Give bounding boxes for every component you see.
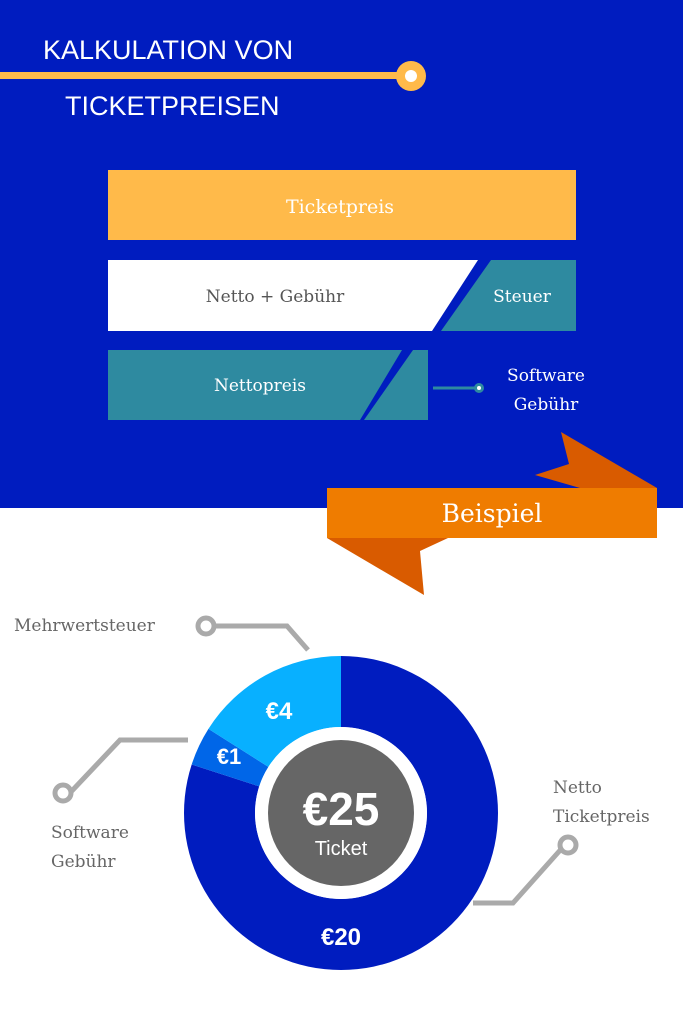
banner-label: Beispiel: [442, 499, 543, 528]
callout-netto-2: Ticketpreis: [553, 807, 650, 827]
callout-software-2: Gebühr: [51, 852, 116, 872]
software-gebuehr-bar: [364, 350, 428, 420]
donut-center: [268, 740, 414, 886]
donut-slice-netto-ticketpreis: [184, 656, 498, 970]
callout-dot-netto-icon: [557, 834, 579, 856]
donut-slice-mehrwertsteuer: [208, 656, 341, 767]
nettopreis-bar: [108, 350, 402, 420]
title-dot-inner: [405, 70, 417, 82]
callout-netto-1: Netto: [553, 778, 602, 798]
title-line-1: KALKULATION VON: [43, 35, 293, 65]
callout-mwst: Mehrwertsteuer: [14, 616, 156, 636]
donut-slice-software-geb-hr: [191, 728, 269, 787]
nettopreis-label: Nettopreis: [214, 376, 306, 396]
center-label: Ticket: [315, 838, 368, 860]
slice-label-netto: €20: [321, 924, 361, 951]
callout-lines: [66, 623, 565, 906]
title-line-2: TICKETPREISEN: [65, 91, 280, 121]
netto-gebuehr-bar: [108, 260, 478, 331]
banner: [327, 488, 657, 538]
netto-gebuehr-label: Netto + Gebühr: [206, 287, 345, 307]
software-label-2: Gebühr: [514, 395, 579, 415]
steuer-bar: [441, 260, 576, 331]
callout-software-1: Software: [51, 823, 129, 843]
callout-dot-mwst-icon: [195, 615, 217, 637]
slice-label-mwst: €4: [266, 698, 293, 725]
banner-tail-top: [535, 432, 657, 488]
center-value: €25: [303, 783, 380, 835]
banner-tail-bottom: [327, 538, 448, 595]
software-label-1: Software: [507, 366, 585, 386]
ticketpreis-bar: [108, 170, 576, 240]
steuer-label: Steuer: [493, 287, 552, 307]
slice-label-software: €1: [217, 744, 241, 769]
header-background: [0, 0, 683, 508]
callout-dot-software-icon: [52, 782, 74, 804]
connector-dot-inner: [477, 386, 481, 390]
ticketpreis-label: Ticketpreis: [286, 196, 394, 218]
title-underline: [0, 72, 405, 79]
donut-chart: [184, 656, 498, 970]
